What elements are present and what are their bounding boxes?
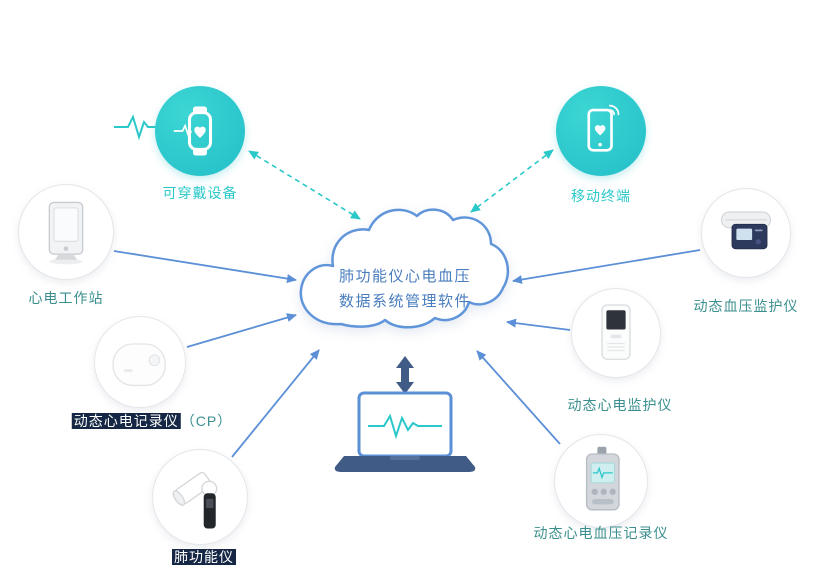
abp-monitor-label: 动态血压监护仪 <box>693 298 799 314</box>
cloud-title-line1: 肺功能仪心电血压 <box>338 268 471 285</box>
arrow-mobile-cloud <box>470 149 554 213</box>
node-ecg-workstation <box>18 184 114 280</box>
arrow-ecg-bp-recorder-cloud <box>476 350 561 445</box>
ecg-pulse-line <box>114 114 160 141</box>
cp-recorder-label-suffix: （CP） <box>180 413 233 429</box>
laptop-node <box>330 390 480 475</box>
node-holter-recorder <box>94 316 186 408</box>
laptop-illustration <box>334 391 476 472</box>
spirometer-label: 肺功能仪 <box>172 547 236 567</box>
cp-recorder-label-highlight: 动态心电记录仪 <box>71 413 181 429</box>
cloud-node: 肺功能仪心电血压 数据系统管理软件 <box>293 202 517 354</box>
smartwatch-icon <box>173 106 213 156</box>
cloud-title: 肺功能仪心电血压 数据系统管理软件 <box>293 264 517 314</box>
arrow-cloud-laptop <box>396 356 414 394</box>
spirometer-device <box>172 471 218 529</box>
arrow-cp-recorder-cloud <box>186 313 297 348</box>
bp-monitor-device <box>720 211 772 250</box>
cloud-title-line2: 数据系统管理软件 <box>338 293 471 310</box>
ecg-bp-recorder-device <box>585 446 620 511</box>
node-wearable-device <box>155 86 245 176</box>
ecg-bp-recorder-label: 动态心电血压记录仪 <box>533 525 669 541</box>
cp-recorder-label: 动态心电记录仪（CP） <box>71 411 233 431</box>
cloud-shape <box>299 208 510 329</box>
wearable-label: 可穿戴设备 <box>162 185 238 201</box>
smartphone-icon <box>587 104 620 152</box>
holter-recorder-device <box>112 343 166 387</box>
holter-monitor-label: 动态心电监护仪 <box>567 397 673 413</box>
arrow-holter-monitor-cloud <box>506 318 571 331</box>
arrow-spirometer-cloud <box>231 349 320 458</box>
ecg-workstation-device <box>48 201 84 265</box>
workstation-label: 心电工作站 <box>28 290 104 306</box>
spirometer-label-highlight: 肺功能仪 <box>172 549 236 565</box>
mobile-label: 移动终端 <box>571 188 631 204</box>
node-holter-monitor <box>571 288 661 378</box>
node-mobile-terminal <box>556 86 646 176</box>
arrow-abp-monitor-cloud <box>512 249 701 284</box>
arrow-workstation-cloud <box>113 250 297 284</box>
node-abp-monitor <box>701 188 791 278</box>
arrow-wearable-cloud <box>248 150 361 220</box>
node-spirometer <box>152 449 248 545</box>
node-ecg-bp-recorder <box>554 434 648 528</box>
ecg-monitor-device <box>601 304 631 360</box>
